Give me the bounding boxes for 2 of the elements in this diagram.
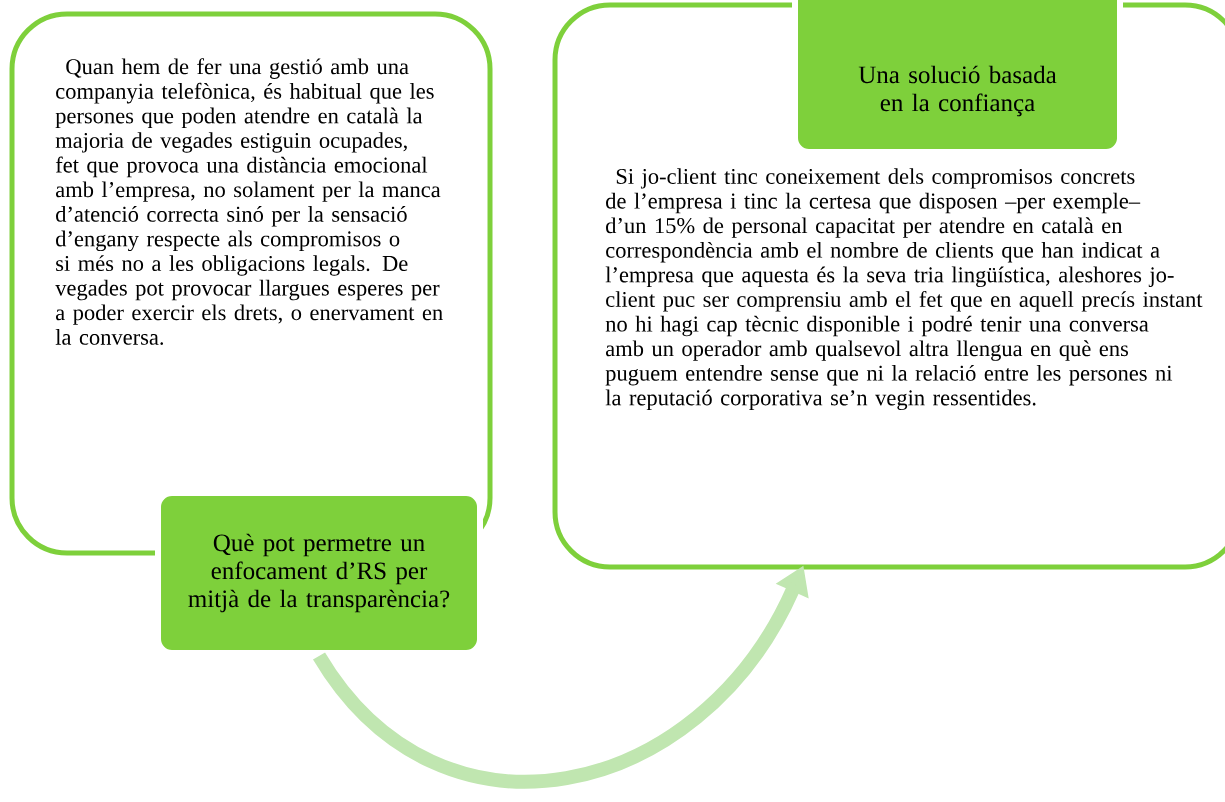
heading-box: Una solució basada en la confiança	[792, 0, 1123, 155]
heading-box: Què pot permetre un enfocament d’RS per mitjà de la transparència?	[155, 490, 483, 656]
